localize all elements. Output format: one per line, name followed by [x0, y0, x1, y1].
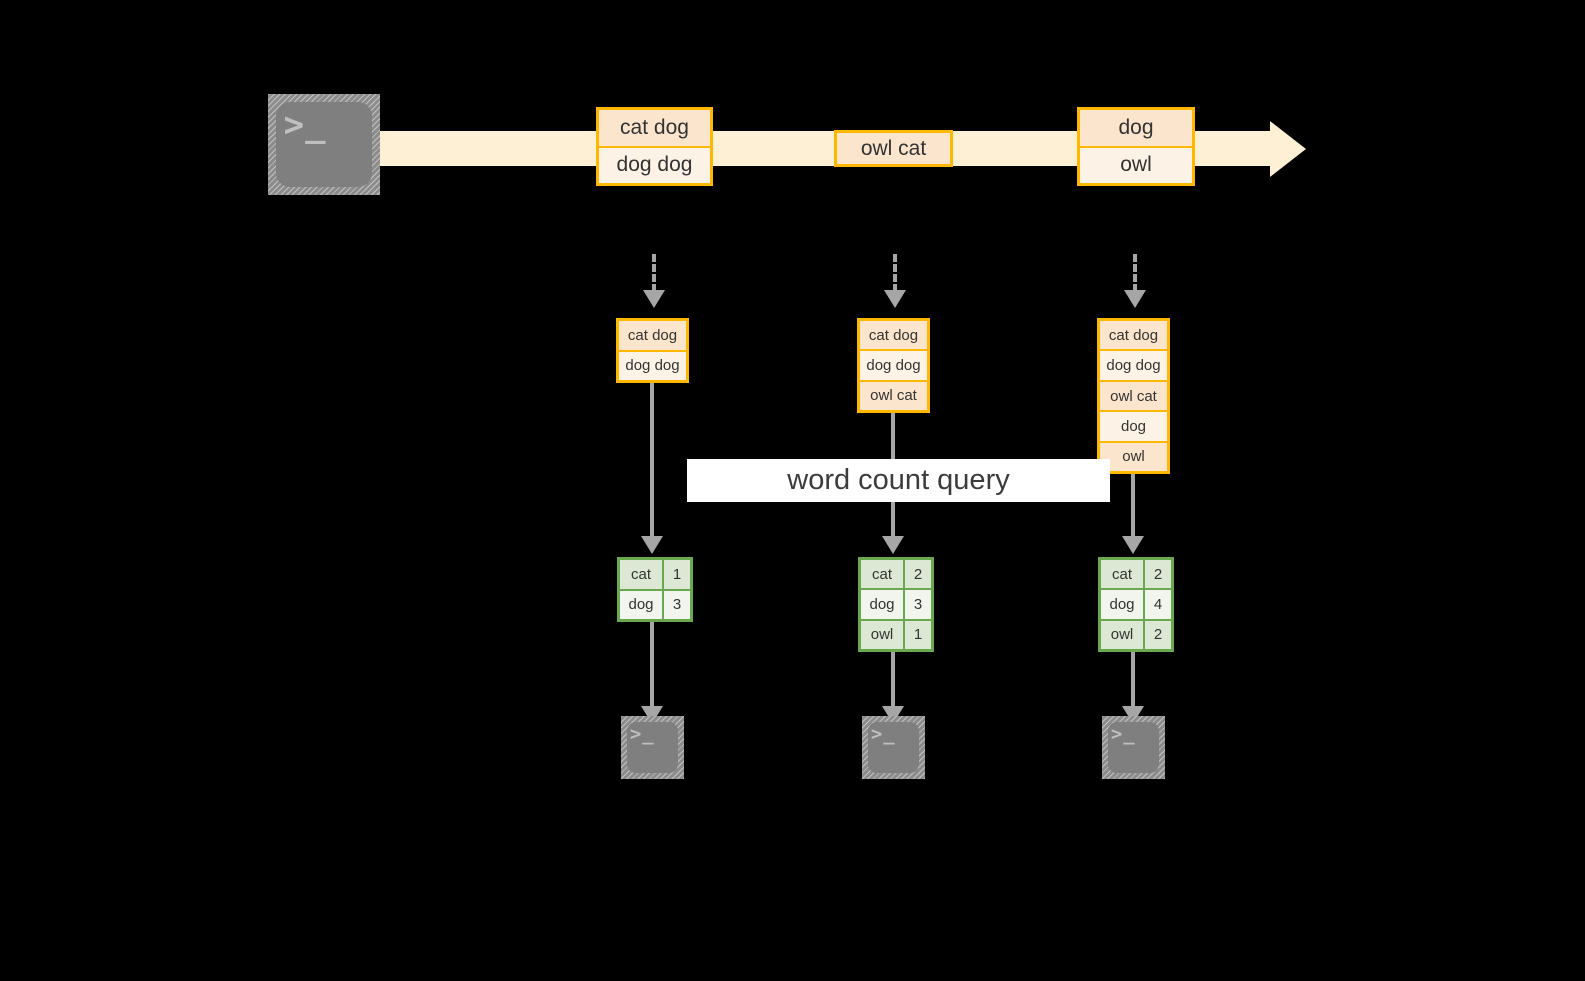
result-row: cat 2 [861, 560, 931, 589]
snapshot-to-result-arrowhead-1 [641, 536, 663, 554]
result-count-cell: 3 [664, 590, 690, 619]
result-word-cell: owl [1101, 620, 1143, 649]
snapshot-row: dog [1100, 412, 1167, 441]
result-word-cell: dog [620, 590, 662, 619]
result-count-cell: 2 [1145, 560, 1171, 589]
result-to-sink-connector-2 [891, 652, 895, 708]
result-word-cell: cat [620, 560, 662, 589]
stream-to-snapshot-arrowhead-2 [884, 290, 906, 308]
terminal-screen [276, 102, 372, 187]
terminal-prompt: >_ [283, 105, 327, 146]
terminal-prompt: >_ [629, 722, 655, 745]
query-label: word count query [687, 459, 1110, 502]
event-stream-arrowhead [1270, 121, 1306, 177]
result-row: cat 1 [620, 560, 690, 589]
query-label-text: word count query [787, 464, 1010, 496]
sink-terminal-icon-1[interactable]: >_ [621, 716, 684, 779]
result-count-cell: 2 [905, 560, 931, 589]
result-word-cell: cat [861, 560, 903, 589]
snapshot-3[interactable]: cat dog dog dog owl cat dog owl [1097, 318, 1170, 474]
snapshot-row: dog dog [619, 351, 686, 380]
result-to-sink-connector-3 [1131, 652, 1135, 708]
snapshot-row: owl cat [860, 381, 927, 410]
sink-terminal-icon-2[interactable]: >_ [862, 716, 925, 779]
result-table-3[interactable]: cat 2 dog 4 owl 2 [1098, 557, 1174, 652]
result-row: dog 4 [1101, 590, 1171, 619]
snapshot-to-result-connector-1 [650, 383, 654, 538]
stream-to-snapshot-connector-1 [652, 254, 656, 292]
sink-terminal-icon-3[interactable]: >_ [1102, 716, 1165, 779]
stream-event-line: dog dog [599, 145, 710, 183]
result-row: dog 3 [861, 590, 931, 619]
result-count-cell: 4 [1145, 590, 1171, 619]
snapshot-2[interactable]: cat dog dog dog owl cat [857, 318, 930, 413]
snapshot-row: dog dog [860, 351, 927, 380]
result-row: owl 1 [861, 620, 931, 649]
result-word-cell: dog [1101, 590, 1143, 619]
snapshot-1[interactable]: cat dog dog dog [616, 318, 689, 383]
result-row: cat 2 [1101, 560, 1171, 589]
result-table-1[interactable]: cat 1 dog 3 [617, 557, 693, 622]
result-word-cell: owl [861, 620, 903, 649]
snapshot-row: cat dog [860, 321, 927, 350]
snapshot-to-result-connector-3 [1131, 474, 1135, 538]
result-to-sink-connector-1 [650, 622, 654, 708]
stream-event-batch-3[interactable]: dog owl [1077, 107, 1195, 186]
snapshot-row: cat dog [1100, 321, 1167, 350]
result-row: owl 2 [1101, 620, 1171, 649]
stream-event-line: owl cat [860, 136, 927, 160]
result-word-cell: dog [861, 590, 903, 619]
terminal-screen [627, 722, 678, 773]
stream-event-line: dog [1080, 110, 1192, 146]
snapshot-row: owl cat [1100, 381, 1167, 411]
terminal-screen [868, 722, 919, 773]
stream-to-snapshot-connector-2 [893, 254, 897, 292]
snapshot-row: cat dog [619, 321, 686, 350]
stream-to-snapshot-arrowhead-1 [643, 290, 665, 308]
snapshot-to-result-arrowhead-3 [1122, 536, 1144, 554]
result-count-cell: 3 [905, 590, 931, 619]
result-count-cell: 1 [905, 620, 931, 649]
stream-event-batch-1[interactable]: cat dog dog dog [596, 107, 713, 186]
stream-to-snapshot-arrowhead-3 [1124, 290, 1146, 308]
terminal-prompt: >_ [1110, 722, 1136, 745]
snapshot-row: dog dog [1100, 351, 1167, 380]
snapshot-to-result-arrowhead-2 [882, 536, 904, 554]
result-table-2[interactable]: cat 2 dog 3 owl 1 [858, 557, 934, 652]
snapshot-row: owl [1100, 442, 1167, 472]
terminal-prompt: >_ [870, 722, 896, 745]
result-count-cell: 1 [664, 560, 690, 589]
stream-to-snapshot-connector-3 [1133, 254, 1137, 292]
terminal-screen [1108, 722, 1159, 773]
result-word-cell: cat [1101, 560, 1143, 589]
result-count-cell: 2 [1145, 620, 1171, 649]
stream-event-batch-2[interactable]: owl cat [834, 130, 953, 167]
result-row: dog 3 [620, 590, 690, 619]
stream-event-line: cat dog [599, 110, 710, 146]
source-terminal-icon[interactable]: >_ [268, 94, 380, 195]
stream-event-line: owl [1080, 145, 1192, 183]
